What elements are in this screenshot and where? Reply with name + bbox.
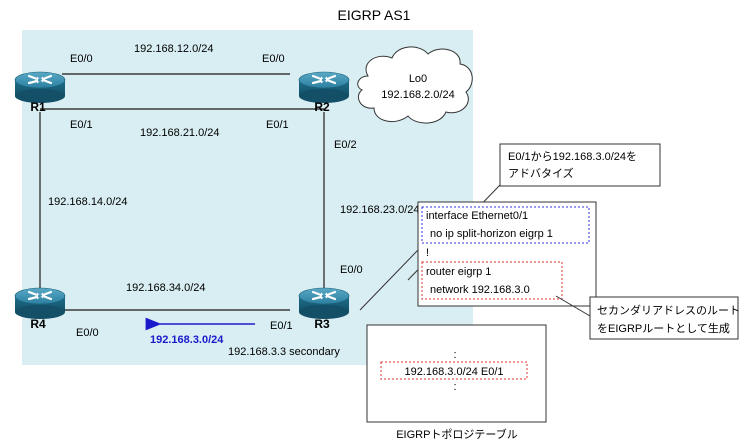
router-r1[interactable] [13, 70, 67, 105]
topology-entry-highlight [380, 361, 528, 380]
net-r1-r4: 192.168.14.0/24 [48, 196, 128, 208]
topology-table-box [366, 324, 547, 423]
router-r4[interactable] [13, 286, 67, 321]
loopback-cloud [357, 46, 473, 124]
advertise-callout-line2: アドバタイズ [508, 166, 574, 180]
iface-r1-e01: E0/1 [70, 119, 93, 131]
secondary-address: 192.168.3.3 secondary [228, 346, 340, 358]
iface-r3-e00: E0/0 [340, 264, 363, 276]
iface-r3-e01: E0/1 [270, 320, 293, 332]
iface-r2-e02: E0/2 [334, 139, 357, 151]
secondary-callout-line1: セカンダリアドレスのルート [597, 303, 740, 317]
config-interface-highlight [421, 206, 590, 244]
secondary-callout-line2: をEIGRPルートとして生成 [597, 321, 730, 335]
net-r2-r3: 192.168.23.0/24 [340, 204, 420, 216]
router-r2[interactable] [297, 70, 351, 105]
iface-r4-e00: E0/0 [76, 327, 99, 339]
net-r3-r4: 192.168.34.0/24 [126, 282, 206, 294]
config-line-3: ! [426, 247, 429, 259]
advertised-network: 192.168.3.0/24 [150, 334, 224, 346]
config-line-1: interface Ethernet0/1 [426, 210, 528, 222]
diagram-title: EIGRP AS1 [338, 7, 411, 23]
router-label-r1: R1 [30, 100, 46, 114]
advertise-callout-line1: E0/1から192.168.3.0/24を [508, 150, 637, 163]
loopback-name: Lo0 [409, 73, 427, 85]
secondary-callout-pointer [555, 295, 591, 317]
config-pointer [359, 249, 419, 311]
config-line-4: router eigrp 1 [426, 266, 491, 278]
iface-r2-e00: E0/0 [262, 53, 285, 65]
config-box [417, 201, 597, 307]
iface-r2-e01: E0/1 [266, 119, 289, 131]
config-line-2: no ip split-horizon eigrp 1 [430, 228, 553, 240]
router-r3[interactable] [297, 286, 351, 321]
net-r1-r2-bottom: 192.168.21.0/24 [140, 127, 220, 139]
topology-dots-bottom: : [453, 381, 456, 393]
topology-table-caption: EIGRPトポロジテーブル [396, 427, 518, 441]
router-label-r3: R3 [314, 317, 330, 331]
iface-r1-e00: E0/0 [70, 53, 93, 65]
config-router-highlight [421, 261, 563, 300]
secondary-callout-box [589, 296, 739, 340]
links [39, 73, 325, 311]
topology-dots-top: : [453, 349, 456, 361]
router-label-r2: R2 [314, 100, 330, 114]
router-label-r4: R4 [30, 317, 46, 331]
net-r1-r2-top: 192.168.12.0/24 [134, 43, 214, 55]
advertise-callout-box [499, 143, 661, 187]
config-line-5: network 192.168.3.0 [430, 284, 530, 296]
topology-entry: 192.168.3.0/24 E0/1 [404, 366, 503, 378]
loopback-network: 192.168.2.0/24 [381, 89, 454, 101]
